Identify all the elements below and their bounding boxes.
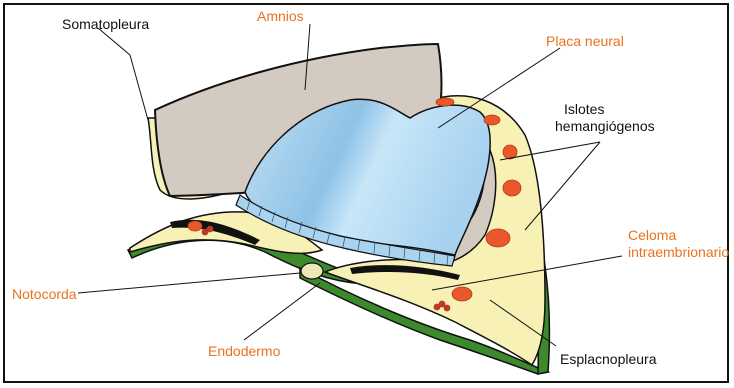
label-celoma-line1: Celoma [628, 227, 676, 244]
label-esplacnopleura: Esplacnopleura [560, 351, 657, 368]
label-notocorda: Notocorda [12, 286, 77, 303]
label-somatopleura: Somatopleura [62, 16, 149, 33]
label-islotes-line1: Islotes [564, 101, 604, 118]
label-endodermo: Endodermo [208, 343, 280, 360]
label-celoma-line2: intraembrionario [628, 244, 729, 261]
notochord [301, 263, 323, 279]
label-placa-neural: Placa neural [546, 33, 624, 50]
label-amnios: Amnios [257, 8, 304, 25]
label-islotes-line2: hemangiógenos [555, 118, 655, 135]
